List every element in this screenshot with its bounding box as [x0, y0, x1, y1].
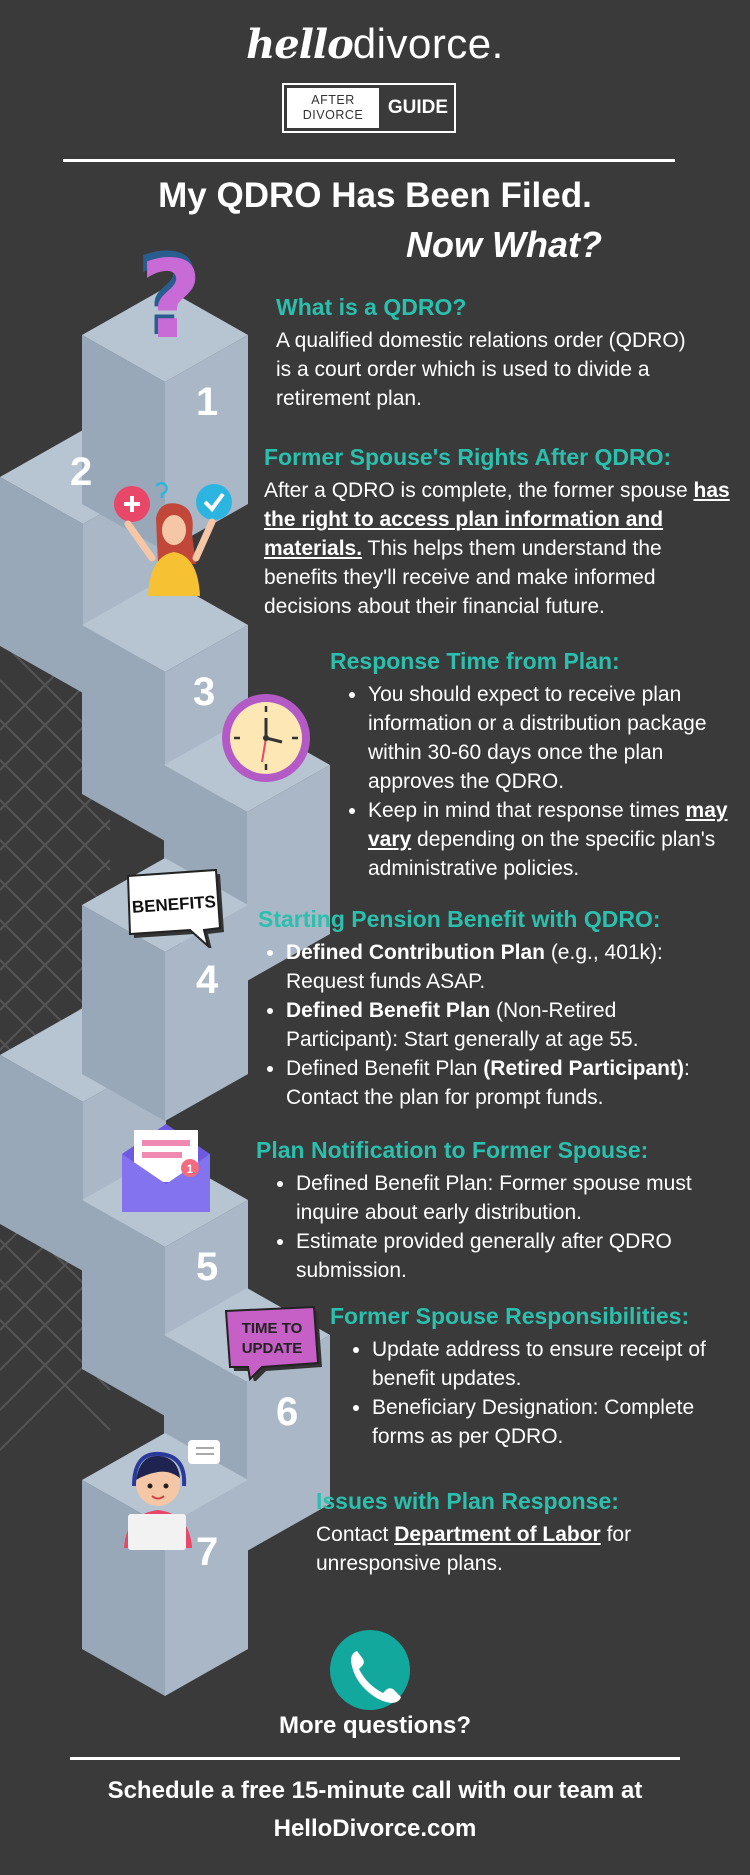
bullet-list: Defined Contribution Plan (e.g., 401k): … [258, 938, 734, 1112]
badge-line-2: DIVORCE [302, 108, 364, 122]
more-questions: More questions? [278, 1712, 471, 1739]
body-text: for unresponsive plans. [316, 1523, 632, 1575]
clock-icon [222, 694, 310, 782]
bullet-list: Defined Benefit Plan: Former spouse must… [256, 1169, 726, 1285]
list-item: Beneficiary Designation: Complete forms … [372, 1393, 735, 1451]
section-response-time: Response Time from Plan: You should expe… [330, 646, 735, 883]
bullet-text: Keep in mind that response times [368, 799, 686, 822]
badge-guide: GUIDE [387, 97, 449, 118]
header-divider [63, 159, 675, 162]
section-heading: Former Spouse's Rights After QDRO: [264, 444, 672, 470]
step-number-2: 2 [70, 450, 93, 494]
bullet-text: Defined Benefit Plan [286, 1057, 484, 1080]
badge-line-1: AFTER [311, 93, 355, 107]
phone-button[interactable] [330, 1630, 410, 1710]
step-number-1: 1 [196, 380, 219, 424]
page-subtitle: Now What? [406, 224, 602, 265]
department-of-labor-link[interactable]: Department of Labor [394, 1523, 601, 1546]
support-agent-icon [124, 1440, 220, 1550]
list-item: You should expect to receive plan inform… [368, 680, 735, 796]
badge-label: AFTER DIVORCE [287, 88, 379, 128]
step-number-4: 4 [196, 958, 219, 1002]
bullet-text: depending on the specific plan's adminis… [368, 828, 716, 880]
body-text: After a QDRO is complete, the former spo… [264, 479, 694, 502]
schedule-call-cta[interactable]: Schedule a free 15-minute call with our … [0, 1772, 750, 1848]
list-item: Estimate provided generally after QDRO s… [296, 1227, 726, 1285]
envelope-badge-count: 1 [187, 1162, 194, 1176]
may-vary-link[interactable]: may vary [368, 799, 728, 851]
benefits-sticker: BENEFITS [126, 868, 224, 948]
list-item: Defined Benefit Plan: Former spouse must… [296, 1169, 726, 1227]
bullet-text: (Non-Retired Participant): Start general… [286, 999, 639, 1051]
cta-website-link[interactable]: HelloDivorce.com [273, 1815, 477, 1842]
time-to-update-sticker: TIME TO UPDATE [224, 1305, 322, 1381]
step-number-6: 6 [276, 1390, 299, 1434]
hello-divorce-logo: hellodivorce. [0, 20, 750, 68]
section-starting-pension: Starting Pension Benefit with QDRO: Defi… [258, 904, 734, 1112]
envelope-icon: 1 [122, 1124, 210, 1212]
section-heading: Issues with Plan Response: [316, 1488, 619, 1514]
bullet-list: Update address to ensure receipt of bene… [330, 1335, 735, 1451]
woman-decision-icon [114, 481, 232, 596]
logo-divorce: divorce. [352, 20, 504, 67]
bullet-bold: (Retired Participant) [483, 1057, 684, 1080]
body-text: Contact [316, 1523, 395, 1546]
section-plan-notification: Plan Notification to Former Spouse: Defi… [256, 1135, 726, 1285]
section-body: Contact Department of Labor for unrespon… [316, 1520, 716, 1578]
section-what-is-qdro: What is a QDRO? A qualified domestic rel… [276, 292, 706, 413]
svg-text:?: ? [140, 238, 203, 350]
list-item: Update address to ensure receipt of bene… [372, 1335, 735, 1393]
step-number-3: 3 [193, 670, 216, 714]
body-text: This helps them understand the benefits … [264, 537, 662, 618]
section-former-spouse-rights: Former Spouse's Rights After QDRO: After… [264, 442, 730, 621]
section-body: After a QDRO is complete, the former spo… [264, 476, 730, 621]
section-heading: Starting Pension Benefit with QDRO: [258, 906, 661, 932]
question-mark-icon: ? ? [136, 238, 203, 350]
right-to-access-link[interactable]: has the right to access plan information… [264, 479, 730, 560]
section-heading: Former Spouse Responsibilities: [330, 1303, 690, 1329]
step-number-7: 7 [196, 1530, 219, 1574]
bullet-list: You should expect to receive plan inform… [330, 680, 735, 883]
list-item: Keep in mind that response times may var… [368, 796, 735, 883]
after-divorce-guide-badge: AFTER DIVORCE GUIDE [282, 83, 456, 133]
step-number-5: 5 [196, 1245, 219, 1289]
section-former-spouse-responsibilities: Former Spouse Responsibilities: Update a… [330, 1301, 735, 1451]
phone-icon [351, 1651, 401, 1703]
cta-line-1: Schedule a free 15-minute call with our … [107, 1777, 643, 1804]
footer-divider [70, 1757, 680, 1760]
bullet-text: (e.g., 401k): Request funds ASAP. [286, 941, 663, 993]
section-heading: What is a QDRO? [276, 294, 467, 320]
section-heading: Response Time from Plan: [330, 648, 620, 674]
svg-text:?: ? [136, 238, 201, 350]
list-item: Defined Benefit Plan (Retired Participan… [286, 1054, 734, 1112]
section-plan-response-issues: Issues with Plan Response: Contact Depar… [316, 1486, 716, 1578]
page-title: My QDRO Has Been Filed. [158, 176, 592, 215]
time-sticker-line-1: TIME TO [242, 1320, 303, 1337]
bullet-bold: Defined Benefit Plan [286, 999, 491, 1022]
section-heading: Plan Notification to Former Spouse: [256, 1137, 649, 1163]
bullet-bold: Defined Contribution Plan [286, 941, 545, 964]
list-item: Defined Contribution Plan (e.g., 401k): … [286, 938, 734, 996]
list-item: Defined Benefit Plan (Non-Retired Partic… [286, 996, 734, 1054]
bullet-text: : Contact the plan for prompt funds. [286, 1057, 690, 1109]
time-sticker-line-2: UPDATE [242, 1340, 303, 1357]
logo-hello: hello [246, 21, 354, 68]
section-body: A qualified domestic relations order (QD… [276, 329, 686, 410]
